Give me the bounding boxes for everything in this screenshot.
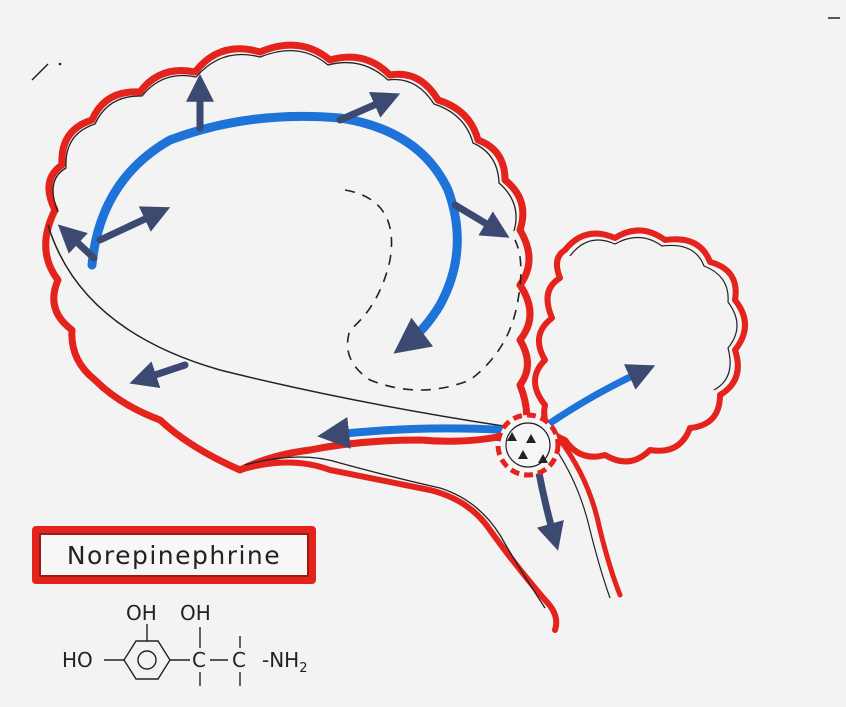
carbon-2: C (232, 648, 246, 672)
cerebellum-outline (535, 230, 745, 461)
carbon-1: C (192, 648, 206, 672)
compound-label-box: Norepinephrine (32, 526, 316, 584)
nucleus-circle (498, 415, 558, 475)
stray-dot (59, 63, 62, 66)
main-pathway-arc (92, 116, 457, 345)
dashed-curve (345, 190, 521, 390)
hydroxyl-chain: OH (180, 601, 211, 625)
stray-mark (32, 64, 48, 80)
cerebrum-inner-outline (53, 51, 516, 231)
compound-name: Norepinephrine (67, 541, 281, 570)
spinal-outline-right (560, 440, 620, 595)
spinal-inner-right (548, 438, 610, 598)
hydroxyl-left: HO (62, 648, 93, 672)
amine-nh: NH (269, 648, 299, 672)
norepinephrine-structure (104, 624, 240, 686)
hydroxyl-ring: OH (126, 601, 157, 625)
amine-subscript: 2 (299, 661, 307, 676)
amine-group: -NH2 (262, 648, 308, 676)
